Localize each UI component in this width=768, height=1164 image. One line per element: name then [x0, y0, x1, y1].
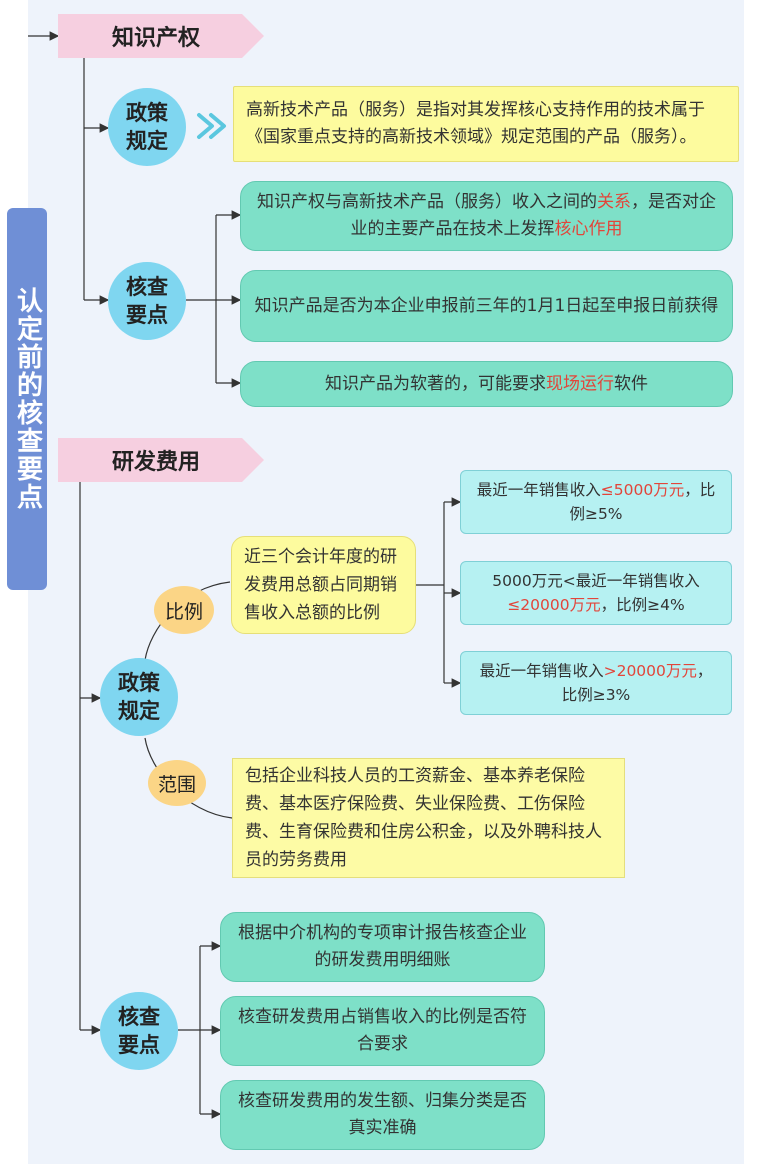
ratio-tier-2: 5000万元<最近一年销售收入≤20000万元，比例≥4% [460, 561, 732, 625]
node-ip-check: 核查要点 [108, 262, 186, 340]
node-ratio: 比例 [154, 586, 214, 634]
ip-check-item-2: 知识产品是否为本企业申报前三年的1月1日起至申报日前获得 [240, 270, 733, 342]
ip-check-item-3: 知识产品为软著的，可能要求现场运行软件 [240, 361, 733, 407]
scope-definition: 包括企业科技人员的工资薪金、基本养老保险费、基本医疗保险费、失业保险费、工伤保险… [232, 758, 625, 878]
highlight-text: 核心作用 [554, 219, 623, 239]
rd-check-item-1: 根据中介机构的专项审计报告核查企业的研发费用明细账 [220, 912, 545, 982]
ip-check-item-1: 知识产权与高新技术产品（服务）收入之间的关系，是否对企业的主要产品在技术上发挥核… [240, 181, 733, 251]
section-banner-ip: 知识产权 [58, 14, 264, 58]
node-label: 核查要点 [126, 275, 168, 327]
highlight-text: >20000万元 [603, 662, 697, 680]
highlight-text: 现场运行 [546, 373, 614, 394]
node-label: 政策规定 [126, 101, 168, 153]
highlight-text: ≤5000万元 [600, 481, 685, 499]
highlight-text: ≤20000万元 [507, 596, 601, 614]
double-chevron-icon [197, 113, 226, 139]
ratio-tier-3: 最近一年销售收入>20000万元，比例≥3% [460, 651, 732, 715]
ratio-definition: 近三个会计年度的研发费用总额占同期销售收入总额的比例 [231, 536, 416, 634]
node-rd-check: 核查要点 [100, 992, 178, 1070]
node-label: 核查要点 [118, 1005, 160, 1057]
ratio-tier-1: 最近一年销售收入≤5000万元，比例≥5% [460, 470, 732, 534]
node-rd-policy: 政策规定 [100, 658, 178, 736]
section-banner-rd: 研发费用 [58, 438, 264, 482]
node-scope: 范围 [148, 760, 206, 806]
node-ip-policy: 政策规定 [108, 88, 186, 166]
rd-check-item-3: 核查研发费用的发生额、归集分类是否真实准确 [220, 1080, 545, 1150]
node-label: 政策规定 [118, 671, 160, 723]
rd-check-item-2: 核查研发费用占销售收入的比例是否符合要求 [220, 996, 545, 1066]
sidebar-title: 认定前的核查要点 [7, 208, 47, 590]
highlight-text: 关系 [597, 192, 631, 212]
ip-policy-text: 高新技术产品（服务）是指对其发挥核心支持作用的技术属于《国家重点支持的高新技术领… [233, 86, 739, 162]
